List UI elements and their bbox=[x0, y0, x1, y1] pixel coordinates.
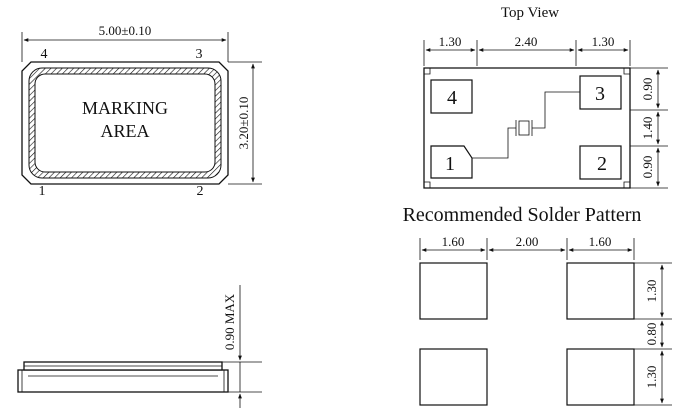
solder-dim-middle: 2.00 bbox=[516, 234, 539, 249]
top-view-pad-label-3: 3 bbox=[595, 83, 605, 105]
side-height-label: 0.90 MAX bbox=[222, 293, 237, 350]
top-view-dim-middle: 2.40 bbox=[515, 34, 538, 49]
top-view: Top View 1.30 2.40 1.30 4 3 1 2 bbox=[423, 5, 668, 189]
top-view-dim-right: 1.30 bbox=[592, 34, 615, 49]
pin-label-2: 2 bbox=[197, 184, 204, 199]
solder-dim-center: 0.80 bbox=[644, 323, 659, 346]
top-view-pad-2 bbox=[579, 145, 622, 180]
solder-pad-bottom-left bbox=[419, 348, 488, 406]
solder-dim-left: 1.60 bbox=[442, 234, 465, 249]
solder-pattern: Recommended Solder Pattern 1.60 2.00 1.6… bbox=[403, 204, 672, 406]
top-view-dim-lower: 0.90 bbox=[640, 156, 655, 179]
package-outline-view: 5.00±0.10 4 3 1 2 MARKING AREA 3.20±0.10 bbox=[21, 23, 262, 199]
top-view-dim-left: 1.30 bbox=[439, 34, 462, 49]
pin-label-3: 3 bbox=[196, 47, 203, 62]
pin-label-1: 1 bbox=[39, 184, 46, 199]
solder-pad-top-left bbox=[419, 262, 488, 320]
top-view-dim-center: 1.40 bbox=[640, 117, 655, 140]
top-view-pad-label-1: 1 bbox=[445, 153, 455, 175]
marking-area-line2: AREA bbox=[101, 121, 150, 141]
top-view-title: Top View bbox=[501, 5, 559, 21]
top-view-dim-upper: 0.90 bbox=[640, 78, 655, 101]
side-view: 0.90 MAX bbox=[17, 285, 262, 408]
width-dimension-label: 5.00±0.10 bbox=[99, 23, 152, 38]
marking-area-line1: MARKING bbox=[82, 98, 168, 118]
solder-dim-lower: 1.30 bbox=[644, 366, 659, 389]
height-dimension-label: 3.20±0.10 bbox=[236, 97, 251, 150]
side-view-base bbox=[17, 369, 229, 393]
solder-dim-right: 1.60 bbox=[589, 234, 612, 249]
crystal-symbol bbox=[472, 91, 580, 159]
solder-pad-top-right bbox=[566, 262, 635, 320]
pin-label-4: 4 bbox=[41, 47, 48, 62]
top-view-pad-label-4: 4 bbox=[447, 87, 457, 109]
top-view-pad-1 bbox=[430, 145, 473, 179]
solder-pad-bottom-right bbox=[566, 348, 635, 406]
top-view-pad-3 bbox=[579, 75, 622, 110]
solder-dim-upper: 1.30 bbox=[644, 280, 659, 303]
top-view-pad-label-2: 2 bbox=[597, 153, 607, 175]
solder-pattern-title: Recommended Solder Pattern bbox=[403, 204, 642, 226]
top-view-pad-4 bbox=[430, 79, 473, 114]
